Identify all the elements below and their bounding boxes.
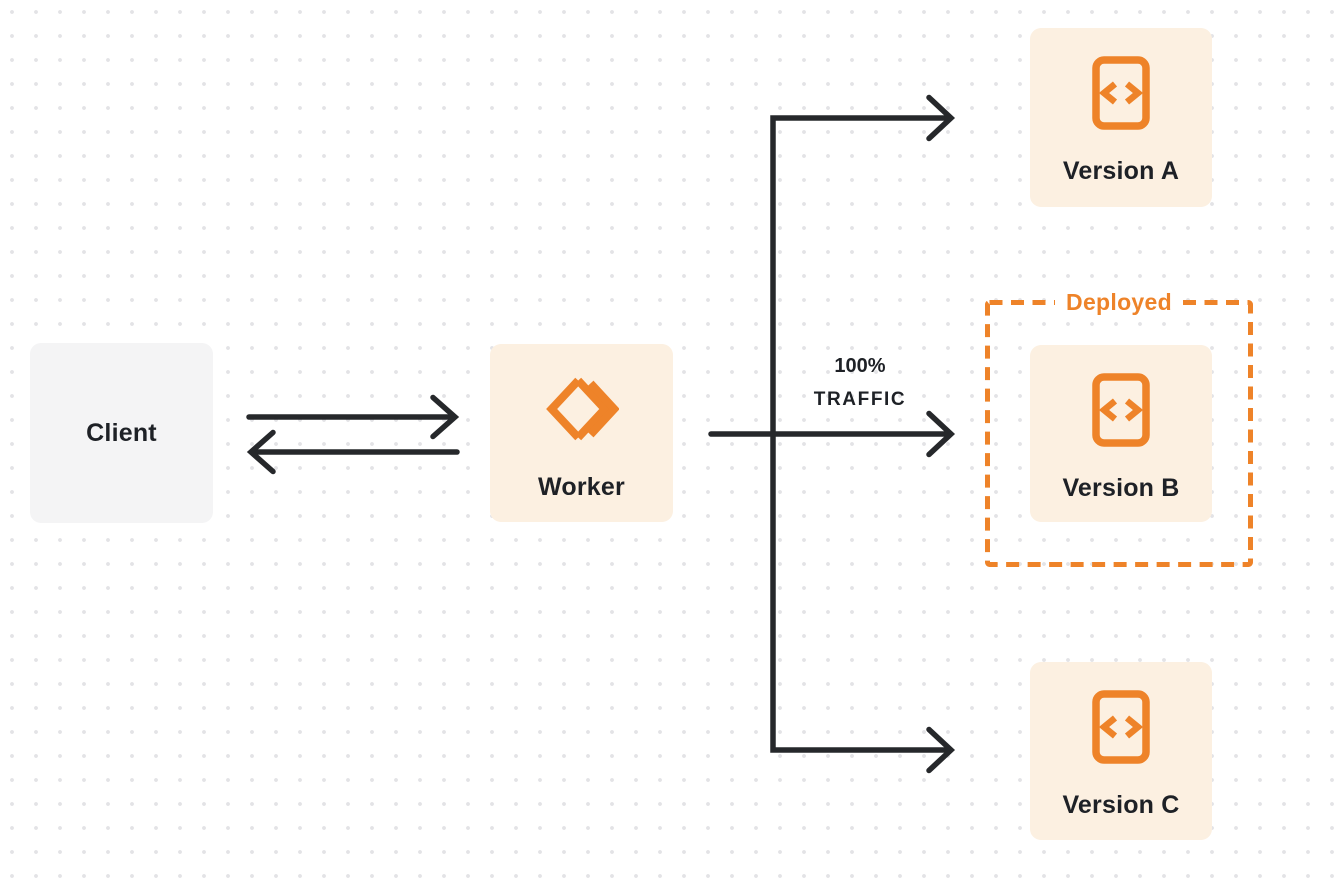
arrow-worker-branches: [770, 94, 956, 774]
worker-box: Worker: [490, 344, 673, 522]
arrow-worker-to-version-b: [708, 410, 956, 458]
traffic-percent: 100%: [834, 355, 886, 377]
arrowhead-version-c: [926, 726, 956, 774]
traffic-label: 100% TRAFFIC: [775, 350, 945, 416]
version-b-label: Version B: [1062, 474, 1180, 502]
version-b-box: Version B: [1030, 345, 1212, 522]
version-a-box: Version A: [1030, 28, 1212, 207]
code-file-icon: [1092, 689, 1150, 764]
version-a-label: Version A: [1062, 157, 1180, 185]
cloudflare-workers-logo-icon: [545, 371, 619, 446]
worker-label: Worker: [538, 473, 625, 501]
version-c-box: Version C: [1030, 662, 1212, 840]
code-file-icon: [1092, 372, 1150, 447]
arrow-client-to-worker: [246, 394, 460, 440]
deployed-label: Deployed: [1055, 288, 1183, 316]
client-box: Client: [30, 343, 213, 523]
version-c-label: Version C: [1062, 791, 1180, 819]
arrowhead-version-b: [926, 410, 956, 458]
traffic-word: TRAFFIC: [813, 389, 907, 410]
client-label: Client: [86, 419, 157, 447]
arrow-worker-to-client: [246, 429, 460, 475]
arrowhead-version-a: [926, 94, 956, 142]
deployed-group: Deployed: [985, 288, 1253, 316]
code-file-icon: [1092, 55, 1150, 130]
